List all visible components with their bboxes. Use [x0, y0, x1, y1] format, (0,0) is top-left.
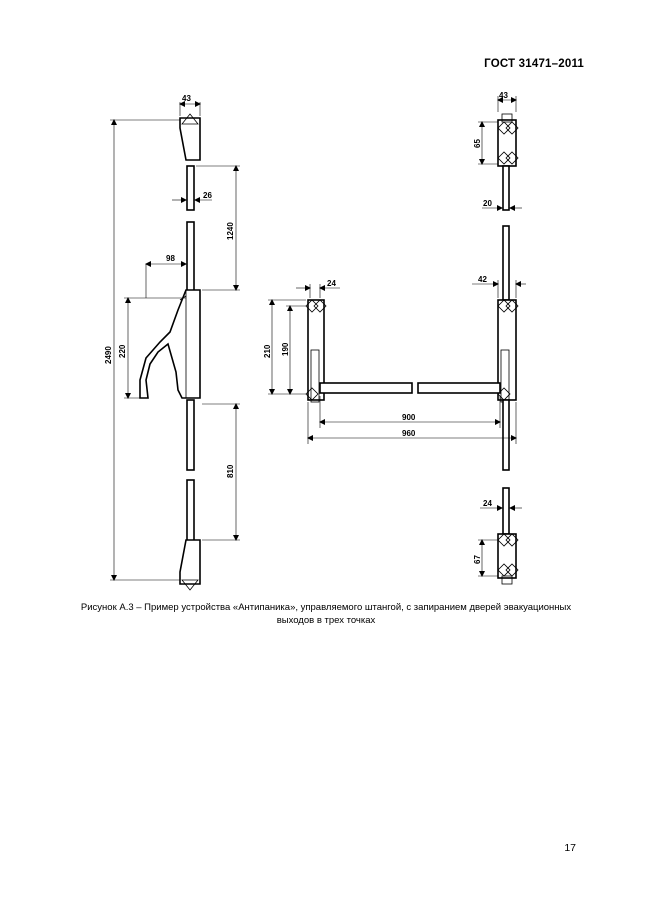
left-handle-body	[139, 289, 201, 399]
right-dim-top-width: 43	[499, 91, 508, 100]
left-bottom-rod	[186, 479, 195, 543]
left-dim-rod-width: 26	[203, 191, 212, 200]
left-dim-total-height: 2490	[104, 346, 113, 364]
push-bar-right	[417, 382, 501, 394]
right-dim-bar-inner: 900	[402, 413, 416, 422]
left-dim-handle-offset: 98	[166, 254, 175, 263]
document-header: ГОСТ 31471–2011	[484, 58, 584, 70]
left-upper-rod	[186, 165, 195, 211]
left-dim-top-width: 43	[182, 94, 191, 103]
left-top-latch	[179, 117, 201, 161]
figure-caption: Рисунок А.3 – Пример устройства «Антипан…	[40, 601, 612, 627]
right-dim-bar-outer: 960	[402, 429, 416, 438]
right-lower-rod	[502, 399, 510, 471]
right-dim-rod-width: 20	[483, 199, 492, 208]
right-dim-inner-height: 190	[281, 342, 290, 356]
right-dim-bottom-block: 67	[473, 555, 482, 564]
right-dim-bottom-width: 24	[483, 499, 492, 508]
right-dim-outer-height: 210	[263, 344, 272, 358]
caption-line-1: Рисунок А.3 – Пример устройства «Антипан…	[80, 602, 572, 613]
right-view: 43 65 20 24 42 210 190 900 960	[263, 91, 526, 585]
left-dim-lower-span: 810	[226, 464, 235, 478]
push-bar-left	[319, 382, 413, 394]
right-bottom-rod	[502, 487, 510, 535]
left-dim-handle-height: 220	[118, 344, 127, 358]
right-dim-bolt-width: 42	[478, 275, 487, 284]
left-bottom-latch	[179, 539, 201, 585]
left-view: 43 26 1240 98 2490 220 810	[104, 94, 240, 591]
right-upper-rod	[502, 165, 510, 211]
caption-line-2: выходов в трех точках	[276, 615, 376, 626]
left-lower-rod	[186, 399, 195, 471]
left-middle-rod	[186, 221, 195, 295]
right-middle-rod	[502, 225, 510, 301]
right-dim-side-offset: 24	[327, 279, 336, 288]
page-number: 17	[564, 842, 576, 854]
left-dim-upper-span: 1240	[226, 222, 235, 240]
right-dim-top-block: 65	[473, 139, 482, 148]
